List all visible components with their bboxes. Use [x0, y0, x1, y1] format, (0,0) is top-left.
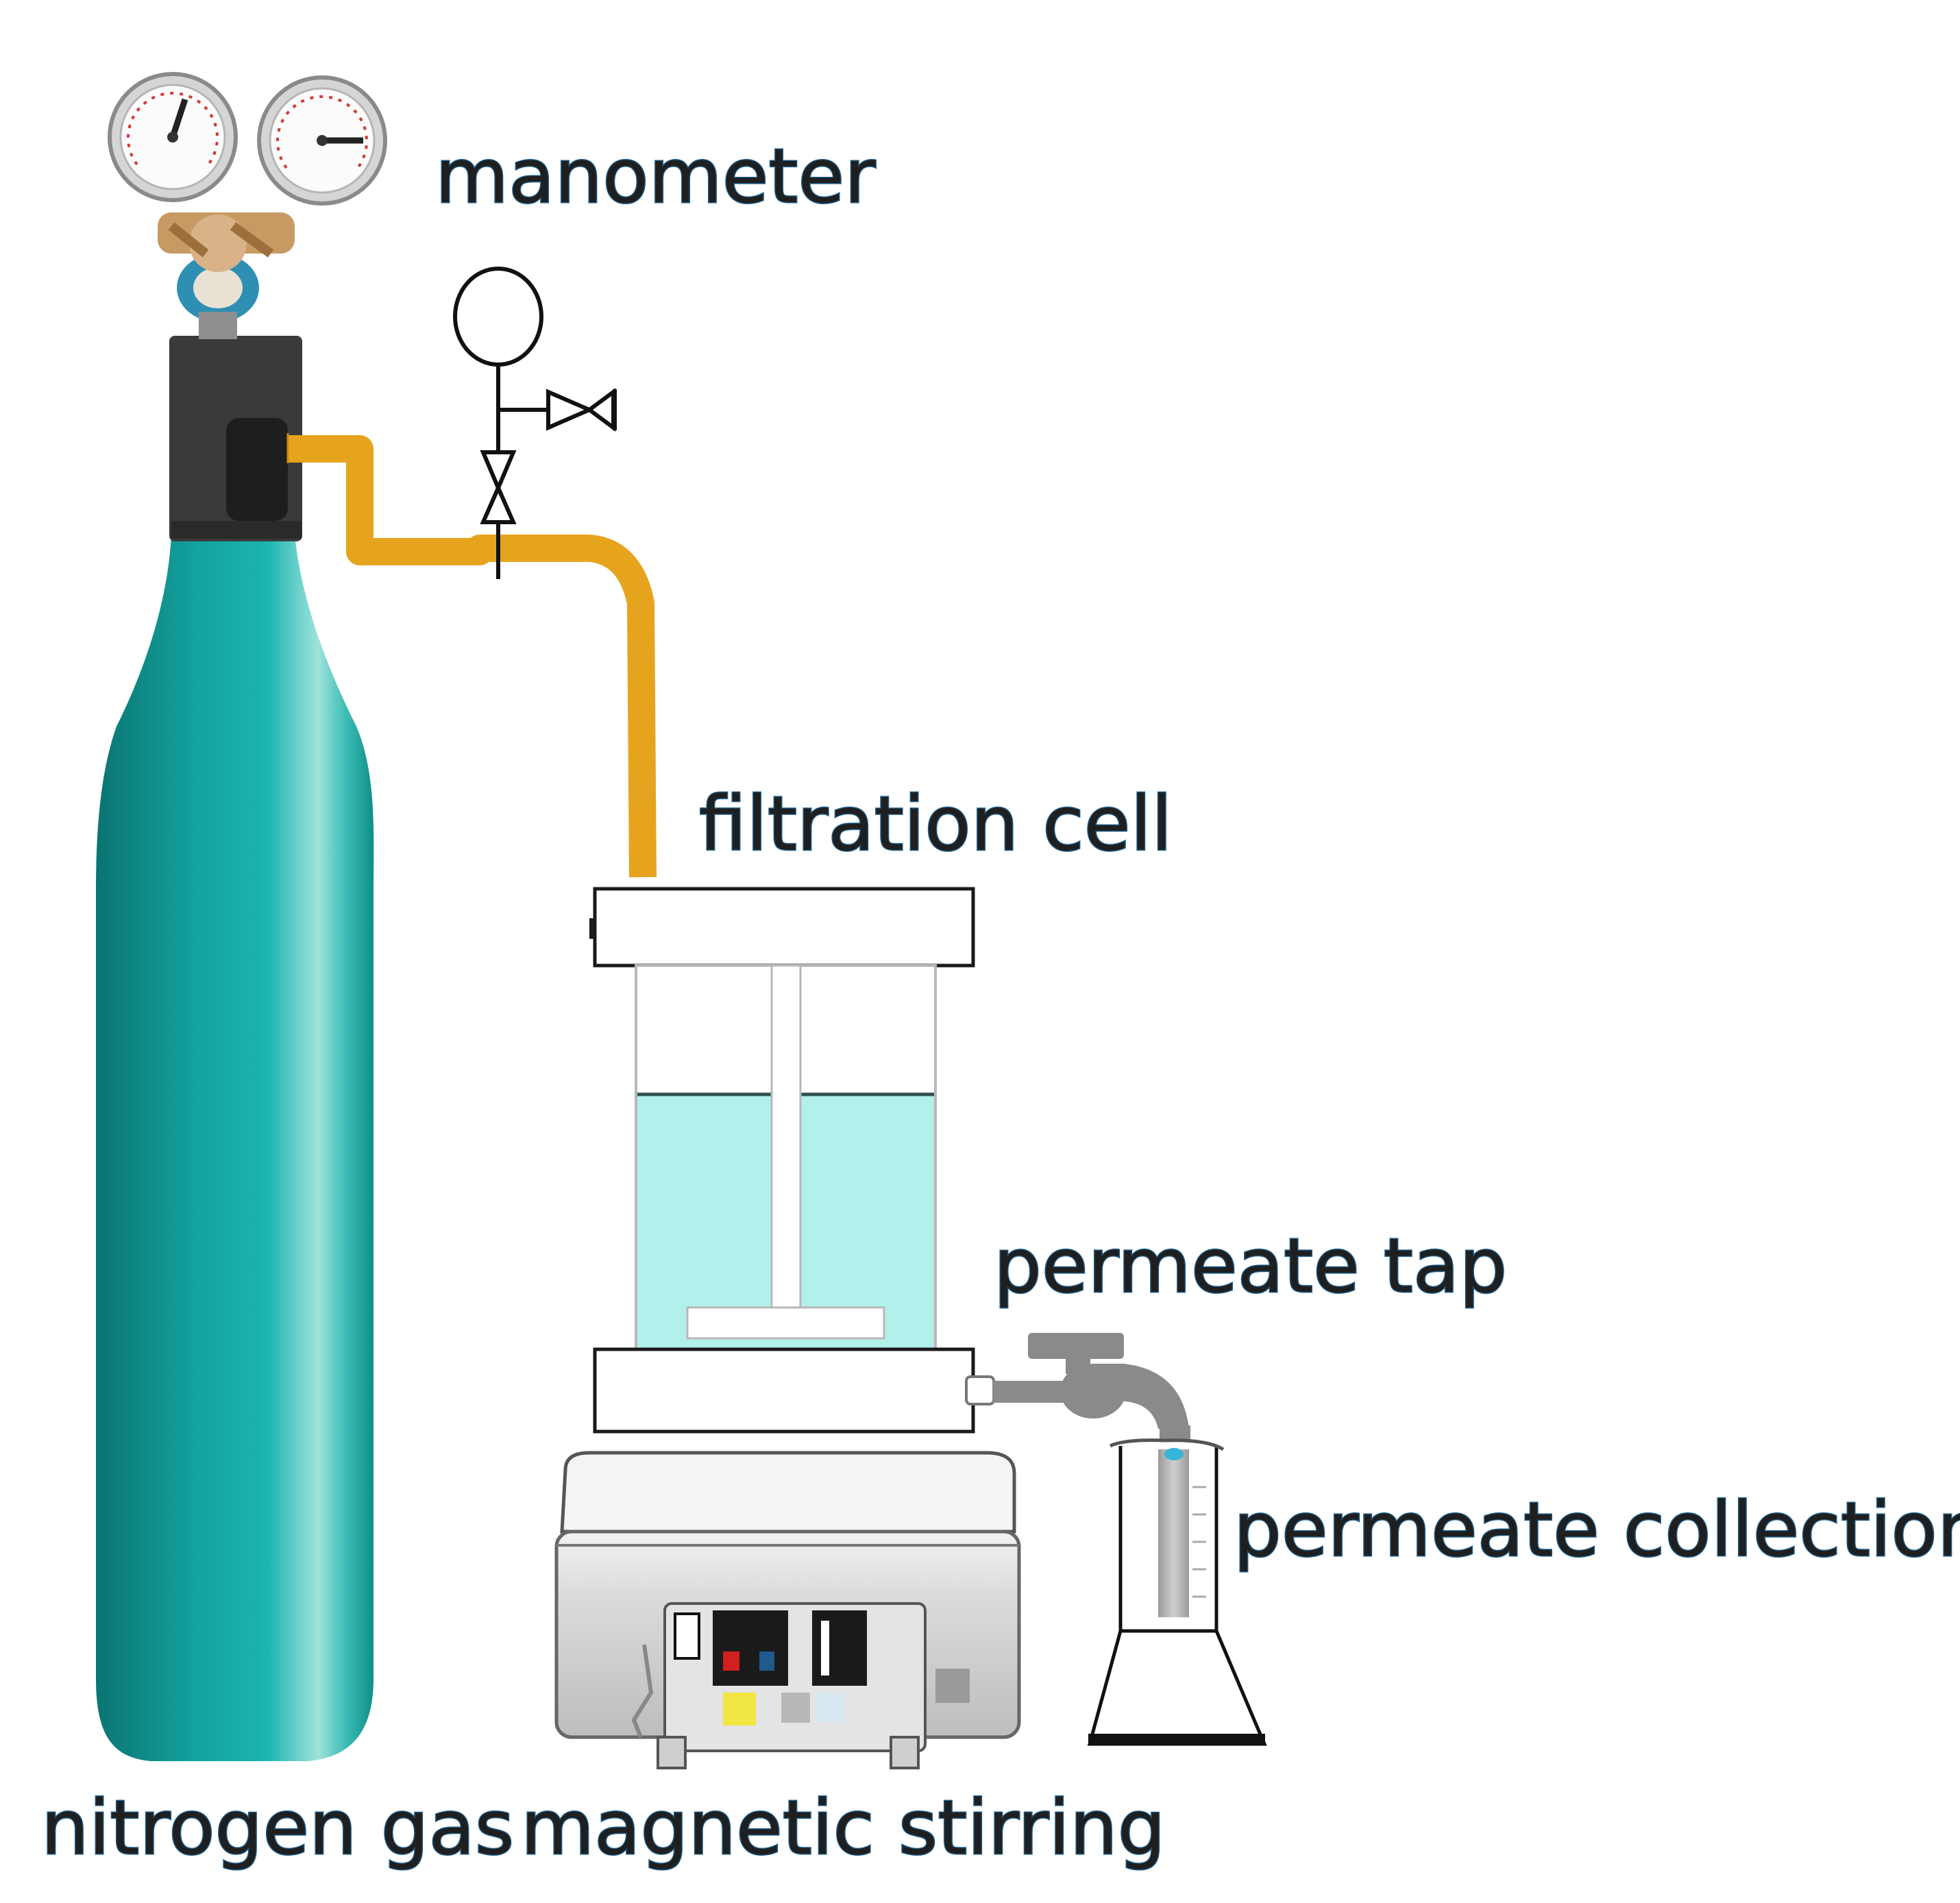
permeate-tap-icon	[965, 1333, 1190, 1439]
manometer-gauge-icon	[453, 267, 543, 367]
label-filtration-cell: filtration cell	[699, 780, 1173, 868]
cell-top-cap	[593, 887, 975, 968]
label-magnetic-stirring: magnetic stirring	[521, 1784, 1166, 1871]
inlet-valve-icon	[480, 450, 517, 524]
stirrer-rod	[770, 964, 802, 1310]
release-valve-icon	[546, 388, 617, 432]
stirrer-blade	[686, 1306, 885, 1340]
label-nitrogen-gas: nitrogen gas	[41, 1784, 514, 1871]
label-permeate-collection: permeate collection	[1234, 1486, 1960, 1573]
label-manometer: manometer	[435, 132, 876, 220]
cylinder-body	[96, 535, 374, 1761]
nitrogen-cylinder	[96, 336, 374, 1761]
permeate-collection-flask	[1087, 1438, 1267, 1746]
pressure-gauge-right-icon	[257, 75, 387, 206]
stirrer-display	[812, 1610, 867, 1686]
cylinder-valve-port	[226, 418, 288, 521]
pressure-regulator	[108, 72, 387, 339]
label-permeate-tap: permeate tap	[994, 1222, 1507, 1310]
magnetic-stirrer	[554, 1451, 1021, 1769]
gas-hose	[288, 435, 657, 878]
flask-base	[1088, 1734, 1265, 1745]
flask-tube	[1158, 1449, 1189, 1617]
stirrer-control-panel	[663, 1602, 927, 1752]
pressure-gauge-left-icon	[108, 72, 238, 202]
stirrer-yellow-button	[723, 1693, 756, 1726]
filtration-cell	[589, 887, 975, 1434]
flask-body	[1087, 1629, 1267, 1746]
flask-neck	[1118, 1446, 1218, 1631]
stirrer-top	[560, 1451, 1016, 1534]
manometer	[453, 267, 617, 579]
cell-bottom-base	[593, 1347, 975, 1434]
